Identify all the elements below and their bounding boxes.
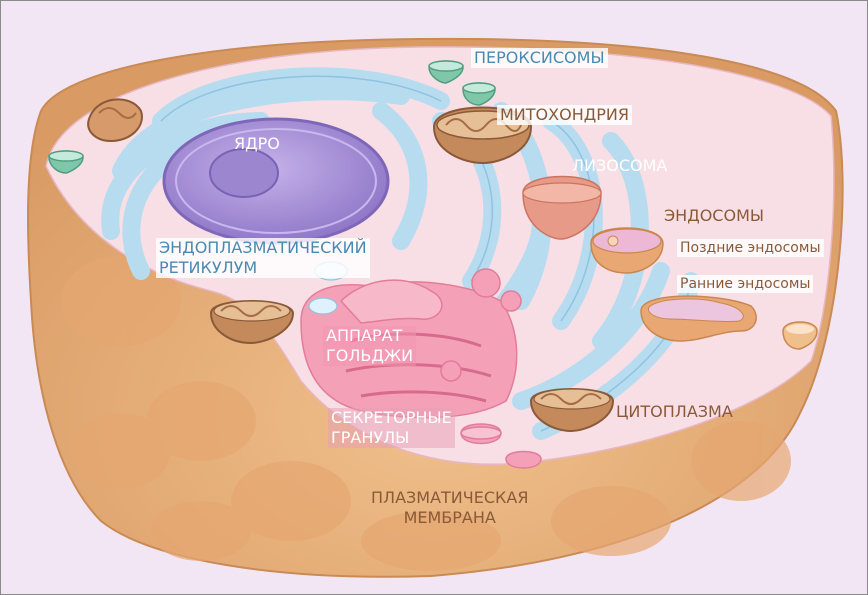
label-nucleus: ЯДРО [234,134,280,154]
label-endoplasmic-reticulum: ЭНДОПЛАЗМАТИЧЕСКИЙ РЕТИКУЛУМ [156,238,370,278]
label-golgi: АППАРАТ ГОЛЬДЖИ [323,326,416,366]
label-plasma-membrane: ПЛАЗМАТИЧЕСКАЯ МЕМБРАНА [371,488,528,528]
label-lysosome: ЛИЗОСОМА [572,156,667,176]
label-early-endosomes: Ранние эндосомы [677,275,813,293]
label-peroxisomes: ПЕРОКСИСОМЫ [471,48,608,68]
label-endosomes: ЭНДОСОМЫ [664,206,764,226]
label-mitochondrion: МИТОХОНДРИЯ [497,105,632,125]
label-secretory-granules: СЕКРЕТОРНЫЕ ГРАНУЛЫ [328,408,455,448]
label-late-endosomes: Поздние эндосомы [677,239,824,257]
label-cytoplasm: ЦИТОПЛАЗМА [616,402,733,422]
